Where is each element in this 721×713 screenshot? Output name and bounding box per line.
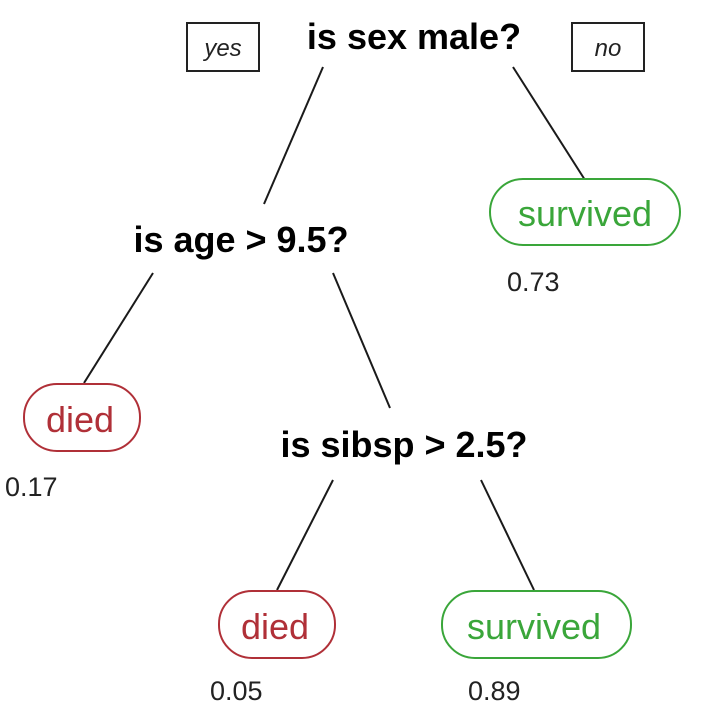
leaf-survived-female: survived bbox=[489, 178, 681, 246]
leaf-died-sibsp: died bbox=[218, 590, 336, 659]
edge-root-to-survived bbox=[512, 66, 586, 181]
node-root-question: is sex male? bbox=[307, 16, 521, 57]
branch-label-yes: yes bbox=[186, 22, 260, 72]
leaf-survived-female-label: survived bbox=[518, 193, 652, 234]
node-sibsp-question: is sibsp > 2.5? bbox=[280, 424, 527, 465]
edge-root-to-age bbox=[263, 66, 324, 205]
edge-sibsp-to-survived bbox=[480, 479, 535, 591]
edge-sibsp-to-died bbox=[276, 479, 334, 591]
node-age-question: is age > 9.5? bbox=[133, 219, 348, 260]
branch-label-no: no bbox=[571, 22, 645, 72]
leaf-survived-sibsp-label: survived bbox=[467, 606, 601, 647]
leaf-survived-sibsp: survived bbox=[441, 590, 632, 659]
leaf-survived-female-probability: 0.73 bbox=[507, 267, 560, 297]
leaf-died-young-label: died bbox=[46, 399, 114, 440]
leaf-died-young-probability: 0.17 bbox=[5, 472, 58, 502]
leaf-died-sibsp-label: died bbox=[241, 606, 309, 647]
branch-label-yes-text: yes bbox=[202, 35, 241, 62]
edge-age-to-died bbox=[83, 272, 154, 384]
leaf-survived-sibsp-probability: 0.89 bbox=[468, 676, 521, 706]
leaf-died-young: died bbox=[23, 383, 141, 452]
edge-age-to-sibsp bbox=[332, 272, 391, 409]
leaf-died-sibsp-probability: 0.05 bbox=[210, 676, 263, 706]
branch-label-no-text: no bbox=[595, 35, 622, 62]
